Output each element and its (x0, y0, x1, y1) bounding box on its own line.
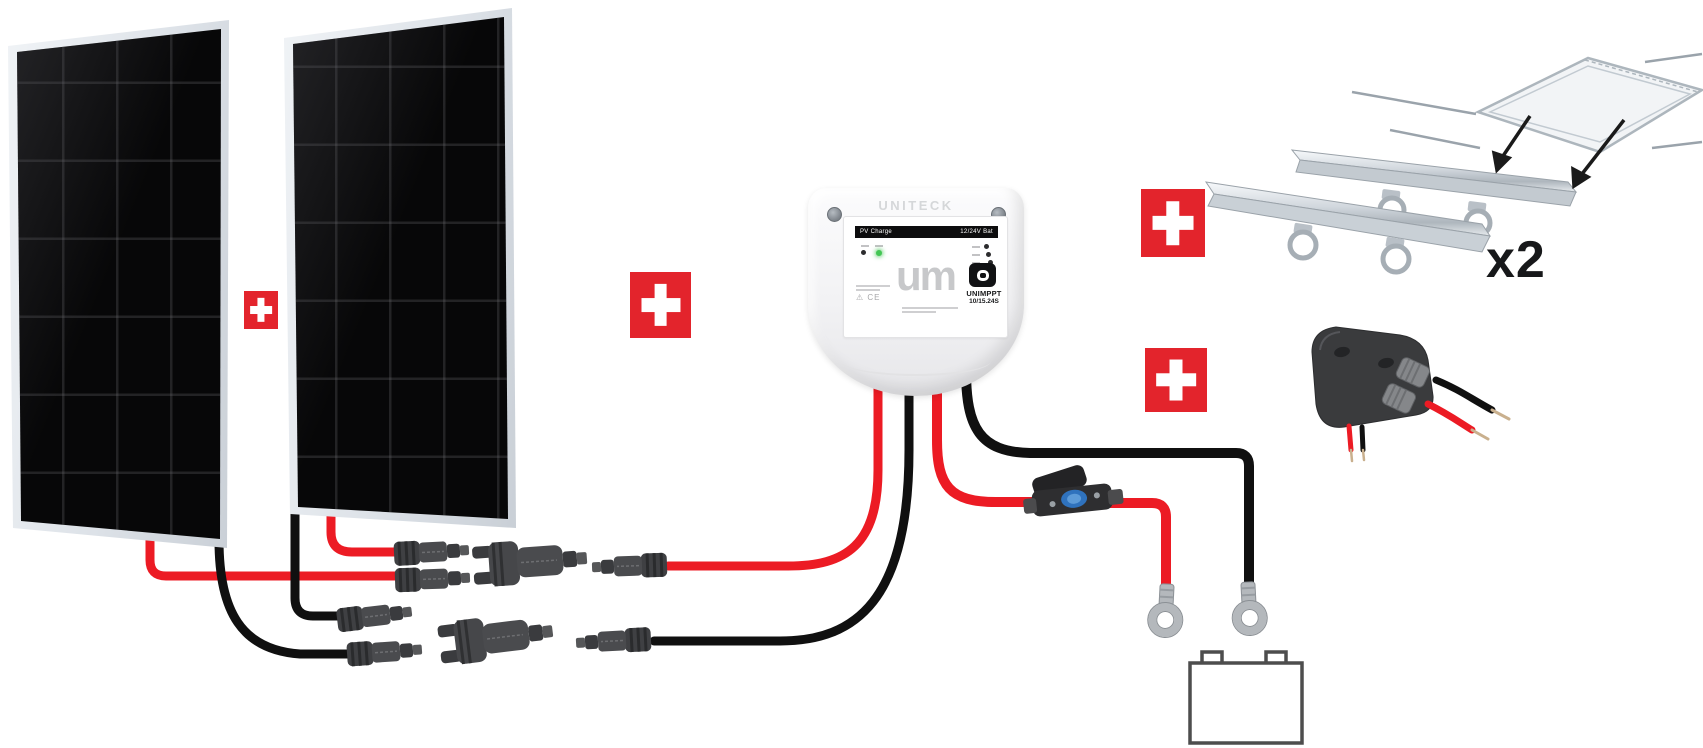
plus-icon (244, 291, 278, 329)
led-label-mark (972, 246, 980, 248)
mounting-bracket-rails (1204, 149, 1578, 275)
controller-brand: UNITECK (878, 198, 954, 213)
mc4-output-black (574, 626, 653, 656)
plus-icon (1145, 348, 1207, 412)
wire-red-battery (932, 365, 1045, 507)
wire-red-left-panel (145, 535, 401, 581)
ghost-panel-sketch (1351, 52, 1703, 154)
cable-entry-gland (1311, 326, 1511, 463)
mc4-black-left (345, 636, 424, 668)
charge-led (876, 250, 882, 256)
controller-front-label: PV Charge 12/24V Bat um UNIMPPT 10/15.24… (843, 216, 1008, 338)
mppt-charge-controller: UNITECK PV Charge 12/24V Bat um UNIMPPT … (808, 188, 1024, 396)
battery-wiring (932, 365, 1254, 589)
mc4-red-left (393, 564, 472, 594)
controller-seam (841, 346, 991, 376)
ce-mark: CE (867, 293, 881, 302)
plus-icon (1141, 189, 1205, 257)
ring-terminal-positive (1147, 583, 1185, 638)
wire-red-pv-to-controller (663, 365, 883, 571)
wire-black-pv-to-controller (649, 365, 914, 646)
panel-cells (17, 29, 221, 539)
solar-panel-left (8, 18, 234, 552)
mc4-red-right (392, 537, 471, 567)
wire-black-right-panel (290, 509, 345, 621)
ce-marks: ⚠ CE (856, 293, 890, 302)
model-code: 10/15.24S (969, 298, 999, 305)
panel-cells (293, 17, 508, 519)
controller-label-strip: PV Charge 12/24V Bat (855, 226, 998, 238)
wire-black-left-panel (214, 535, 355, 659)
micro-print-block (902, 305, 958, 315)
model-name: UNIMPPT (966, 289, 1002, 298)
quantity-label: x2 (1486, 231, 1546, 289)
pv-wiring (145, 365, 914, 659)
battery-outline (1188, 650, 1304, 745)
status-led (861, 250, 866, 255)
warning-icon: ⚠ (856, 293, 865, 302)
led-label-mark (972, 254, 980, 256)
bracket-arrows (1491, 115, 1626, 190)
led-label-mark (861, 245, 869, 247)
mc4-black-right (335, 598, 414, 634)
battery-led (986, 252, 991, 257)
micro-print (902, 311, 936, 313)
ring-terminal-negative (1230, 581, 1268, 636)
um-logo: um (896, 252, 957, 299)
controller-model: UNIMPPT 10/15.24S (961, 289, 1007, 305)
battery-led (988, 260, 993, 265)
strip-right-label: 12/24V Bat (960, 229, 993, 235)
mc4-y-branch-red (470, 535, 590, 589)
plus-icon (630, 272, 691, 338)
micro-print (902, 307, 958, 309)
power-badge-icon (969, 263, 996, 287)
mc4-y-branch-black (435, 608, 556, 668)
strip-left-label: PV Charge (860, 229, 893, 235)
inline-fuse-holder (1023, 465, 1124, 517)
micro-print (856, 289, 880, 291)
screw-icon (827, 207, 842, 222)
battery-led (984, 244, 989, 249)
mc4-output-red (590, 551, 669, 581)
wire-black-battery (961, 365, 1254, 587)
wire-red-right-panel (326, 509, 402, 557)
certification-block: ⚠ CE (856, 283, 890, 302)
solar-panel-right (281, 8, 517, 536)
wire-red-battery-2 (1099, 498, 1171, 589)
micro-print (856, 285, 890, 287)
led-label-mark (875, 245, 883, 247)
